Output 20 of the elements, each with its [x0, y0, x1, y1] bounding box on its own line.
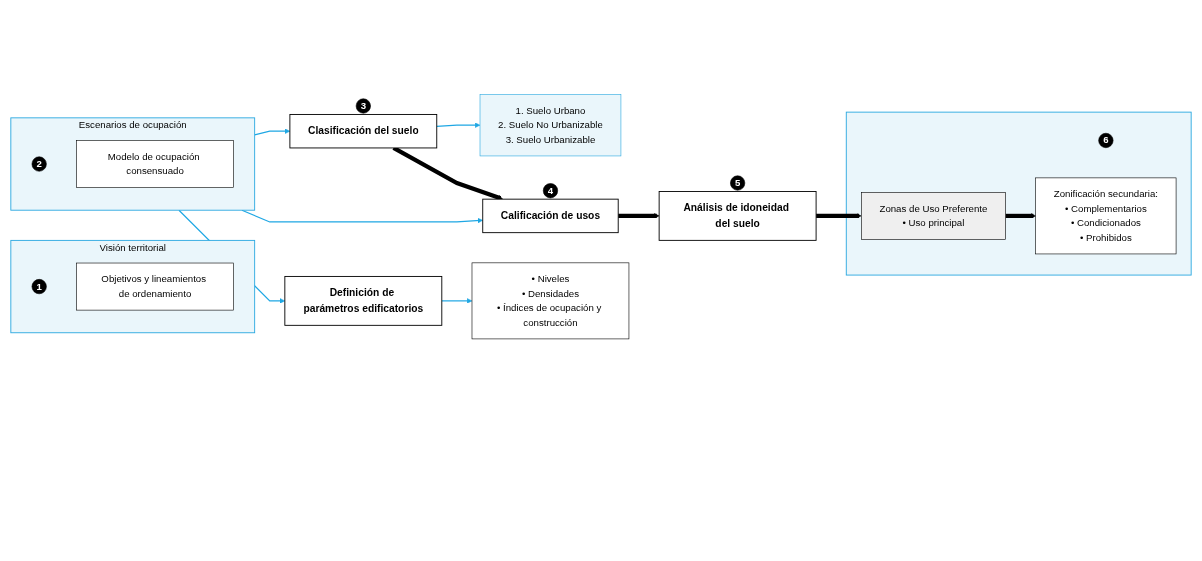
process-box: Modelo de ocupación consensuado — [76, 140, 234, 188]
node-label: Zonificación secundaria: — [1053, 188, 1158, 200]
number-badge: 3 — [355, 98, 371, 114]
number-badge: 4 — [542, 183, 558, 199]
node-label: • Condicionados — [1070, 217, 1141, 228]
process-box: Objetivos y lineamientos de ordenamiento — [76, 262, 234, 311]
number-badge: 6 — [1098, 132, 1114, 148]
process-box: Clasificación del suelo — [289, 114, 438, 149]
node-label: • Prohibidos — [1080, 232, 1132, 243]
process-box: Calificación de usos — [482, 198, 619, 234]
process-box: Definición de parámetros edificatorios — [284, 275, 443, 326]
process-box: • Niveles • Densidades • Índices de ocupación y construcción — [471, 262, 630, 340]
number-badge: 2 — [31, 156, 47, 172]
process-box: Zonificación secundaria: • Complementarios • Condicionados • Prohibidos — [1035, 177, 1177, 255]
number-badge: 5 — [730, 175, 746, 191]
number-badge: 1 — [31, 279, 47, 295]
process-box: Análisis de idoneidad del suelo — [658, 191, 817, 241]
node-label: • Complementarios — [1065, 203, 1147, 214]
process-box: 1. Suelo Urbano 2. Suelo No Urbanizable 3. Suelo Urbanizable — [479, 94, 622, 157]
process-box: Zonas de Uso Preferente • Uso principal — [861, 192, 1006, 240]
